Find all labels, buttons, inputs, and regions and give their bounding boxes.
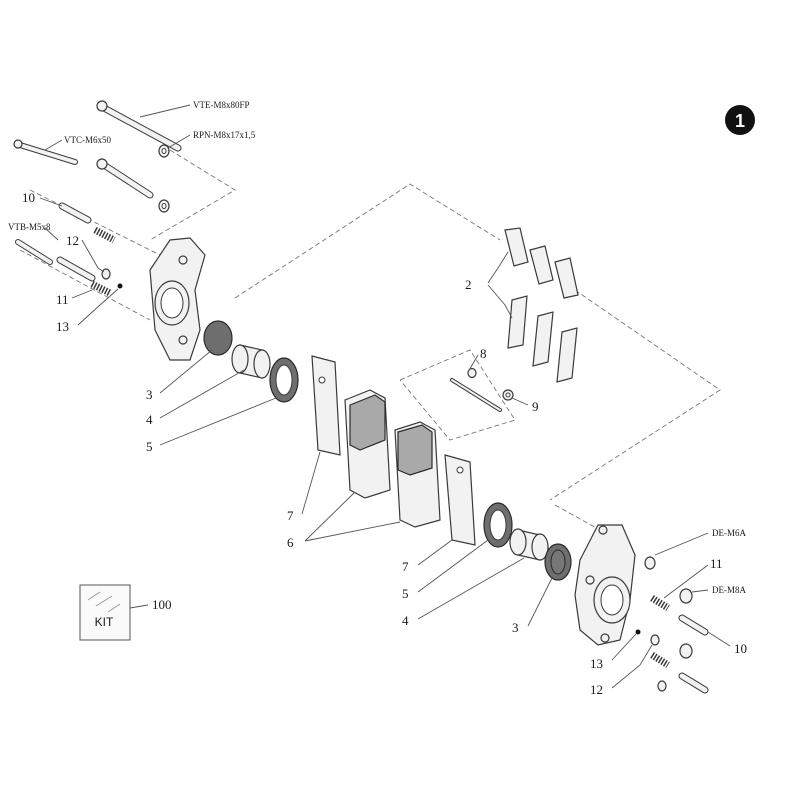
callout-4-right: 4 bbox=[402, 613, 409, 628]
bolt-vte-m8x80fp bbox=[96, 100, 182, 152]
assembly-guide-lines bbox=[19, 149, 721, 531]
seal-3-left bbox=[203, 320, 233, 356]
code-de-m6: DE-M6A bbox=[712, 528, 746, 538]
washer-de-m6a bbox=[644, 556, 656, 570]
spring-right-upper bbox=[650, 595, 670, 611]
callout-2: 2 bbox=[465, 277, 472, 292]
shim-7-left bbox=[311, 355, 341, 456]
kit-box: KIT bbox=[79, 584, 131, 641]
callout-8: 8 bbox=[480, 346, 487, 361]
caliper-body-left bbox=[149, 237, 206, 361]
callout-3-right: 3 bbox=[512, 620, 519, 635]
code-vte: VTE-M8x80FP bbox=[193, 100, 250, 110]
spring-plates-2 bbox=[504, 227, 579, 383]
kit-label: KIT bbox=[95, 615, 114, 629]
callout-7-left: 7 bbox=[287, 508, 294, 523]
dust-seal-5-left bbox=[269, 357, 299, 403]
brake-pad-6-left bbox=[344, 389, 391, 499]
callout-10-right: 10 bbox=[734, 641, 747, 656]
code-rpn: RPN-M8x17x1,5 bbox=[193, 130, 256, 140]
shim-7-right bbox=[444, 454, 476, 546]
brake-pad-6-right bbox=[394, 421, 441, 528]
page-badge: 1 bbox=[725, 105, 755, 135]
code-vtc: VTC-M6x50 bbox=[64, 135, 111, 145]
dust-seal-5-right bbox=[483, 502, 513, 548]
code-vtb: VTB-M5x8 bbox=[8, 222, 51, 232]
callout-6: 6 bbox=[287, 535, 294, 550]
callout-100: 100 bbox=[152, 597, 172, 612]
callout-9: 9 bbox=[532, 399, 539, 414]
seal-3-right bbox=[544, 543, 572, 581]
spring-left-upper bbox=[93, 226, 116, 244]
callout-12-right: 12 bbox=[590, 682, 603, 697]
callout-13-right: 13 bbox=[590, 656, 603, 671]
washer-de-m8a bbox=[679, 588, 693, 659]
caliper-body-right bbox=[574, 524, 636, 646]
callout-7-right: 7 bbox=[402, 559, 409, 574]
piston-4-left bbox=[231, 344, 271, 379]
bolt-middle bbox=[96, 158, 154, 199]
callout-3-left: 3 bbox=[146, 387, 153, 402]
pad-pin-8 bbox=[450, 367, 502, 412]
callout-13-left: 13 bbox=[56, 319, 69, 334]
page-badge-number: 1 bbox=[735, 111, 745, 131]
screw-10-right bbox=[678, 614, 709, 694]
bolt-vtb-m5x8 bbox=[15, 239, 96, 282]
callout-10-left: 10 bbox=[22, 190, 35, 205]
piston-4-right bbox=[509, 528, 549, 561]
callout-5-left: 5 bbox=[146, 439, 153, 454]
callout-4-left: 4 bbox=[146, 412, 153, 427]
washers-rpn bbox=[158, 144, 170, 213]
callout-11-right: 11 bbox=[710, 556, 723, 571]
callout-12-left: 12 bbox=[66, 233, 79, 248]
pin-clip-9 bbox=[502, 389, 514, 401]
spring-right-lower bbox=[635, 629, 670, 692]
bolt-vtc-m6x50 bbox=[13, 139, 78, 165]
screw-10-left bbox=[58, 202, 92, 224]
callout-5-right: 5 bbox=[402, 586, 409, 601]
code-de-m8: DE-M8A bbox=[712, 585, 746, 595]
callout-11-left: 11 bbox=[56, 292, 69, 307]
